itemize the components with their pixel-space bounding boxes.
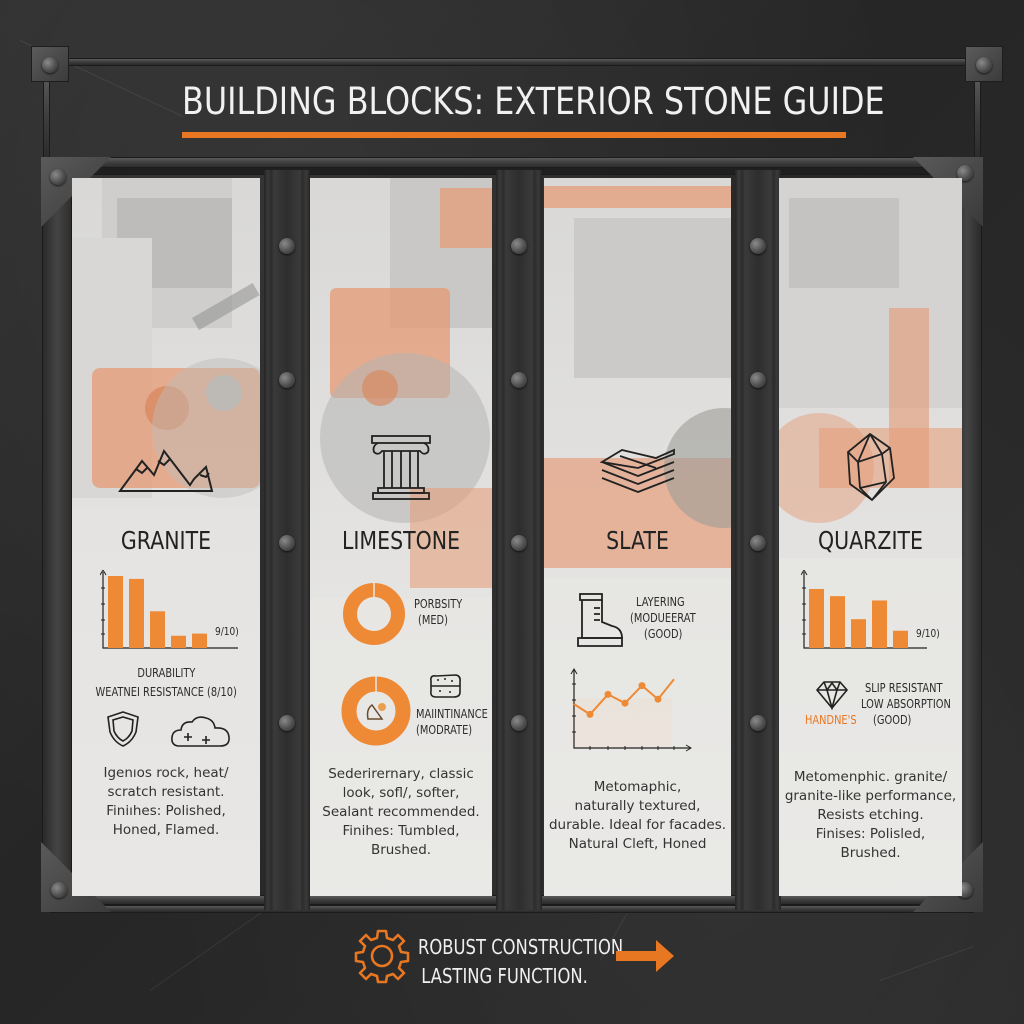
porosity-metric: PORBSITY (MED) xyxy=(414,597,463,627)
chart-point xyxy=(621,699,629,707)
slate-line-chart xyxy=(568,668,694,759)
arrow-right-icon[interactable] xyxy=(616,938,676,979)
texture-scratch xyxy=(149,909,265,991)
panel-granite: GRANITE 9/10) DURABILITY WEATNEI RESISTA… xyxy=(72,178,260,896)
chart-end-label: 9/10) xyxy=(215,625,239,638)
divider-mullion xyxy=(735,170,781,910)
chart-bar xyxy=(171,635,186,648)
chart-point xyxy=(654,695,662,703)
layers-icon xyxy=(544,448,731,496)
chart-bar xyxy=(809,588,824,648)
stone-name: GRANITE xyxy=(120,526,212,555)
stone-name: LIMESTONE xyxy=(341,526,461,555)
page-title: BUILDING BLOCKS: EXTERIOR STONE GUIDE xyxy=(182,80,885,123)
stone-name: SLATE xyxy=(606,526,669,555)
sponge-icon xyxy=(428,673,462,704)
chart-bar xyxy=(129,578,144,648)
durability-stat: DURABILITY WEATNEI RESISTANCE (8/10) xyxy=(95,666,237,699)
chart-bar xyxy=(893,630,908,648)
cloud-icon xyxy=(170,714,232,753)
column-icon xyxy=(310,434,492,500)
quarry-background-image xyxy=(544,178,731,896)
chart-bar xyxy=(108,576,123,648)
corner-bolt-plate xyxy=(31,46,69,82)
chart-bar xyxy=(851,619,866,648)
shield-icon xyxy=(106,710,140,753)
corner-bolt-plate xyxy=(965,46,1003,82)
chart-point xyxy=(586,710,594,718)
panel-quarzite: QUARZITE 9/10) SLIP RESISTANT LOW ABSORP… xyxy=(779,178,962,896)
panel-slate: SLATE LAYERING (MODUEERAT (GOOD) Metoma xyxy=(544,178,731,896)
chart-bar xyxy=(872,600,887,648)
stone-description: Metomaphic,naturally textured, durable. … xyxy=(548,779,727,852)
chart-bar xyxy=(830,596,845,648)
chart-end-label: 9/10) xyxy=(916,627,940,640)
stone-description: Igenıos rock, heat/scratch resistant. Fi… xyxy=(103,765,229,838)
chart-bar xyxy=(150,611,165,648)
maintenance-metric: MAIINTINANCE (MODRATE) xyxy=(416,707,488,737)
boot-icon xyxy=(576,592,624,655)
slip-resistance-metric: SLIP RESISTANT LOW ABSORPTION (GOOD) xyxy=(861,681,951,727)
texture-scratch xyxy=(879,945,975,981)
crystal-icon xyxy=(779,432,962,502)
chart-bar xyxy=(192,633,207,648)
divider-mullion xyxy=(264,170,310,910)
stone-name: QUARZITE xyxy=(818,526,923,555)
quarry-background-image xyxy=(310,178,492,896)
chart-point xyxy=(638,682,646,690)
quarry-background-image xyxy=(779,178,962,896)
gear-icon xyxy=(354,928,410,989)
stone-description: Metomenphic. granite/granite-like perfor… xyxy=(784,769,957,861)
granite-bar-chart: 9/10) xyxy=(99,569,260,657)
maintenance-donut-chart xyxy=(340,675,412,752)
quarzite-bar-chart: 9/10) xyxy=(800,569,961,657)
mountains-icon xyxy=(72,445,260,493)
title-underline xyxy=(182,132,846,138)
footer-tagline: ROBUST CONSTRUCTION. LASTING FUNCTION. xyxy=(418,935,629,988)
divider-mullion xyxy=(496,170,542,910)
chart-point xyxy=(604,690,612,698)
panel-limestone: LIMESTONE PORBSITY (MED) MAIINTINANCE (M… xyxy=(310,178,492,896)
hardness-tag: HANDNE'S xyxy=(805,713,857,727)
layering-metric: LAYERING (MODUEERAT (GOOD) xyxy=(630,595,696,641)
porosity-donut-chart xyxy=(342,582,406,651)
diamond-icon xyxy=(815,680,849,715)
